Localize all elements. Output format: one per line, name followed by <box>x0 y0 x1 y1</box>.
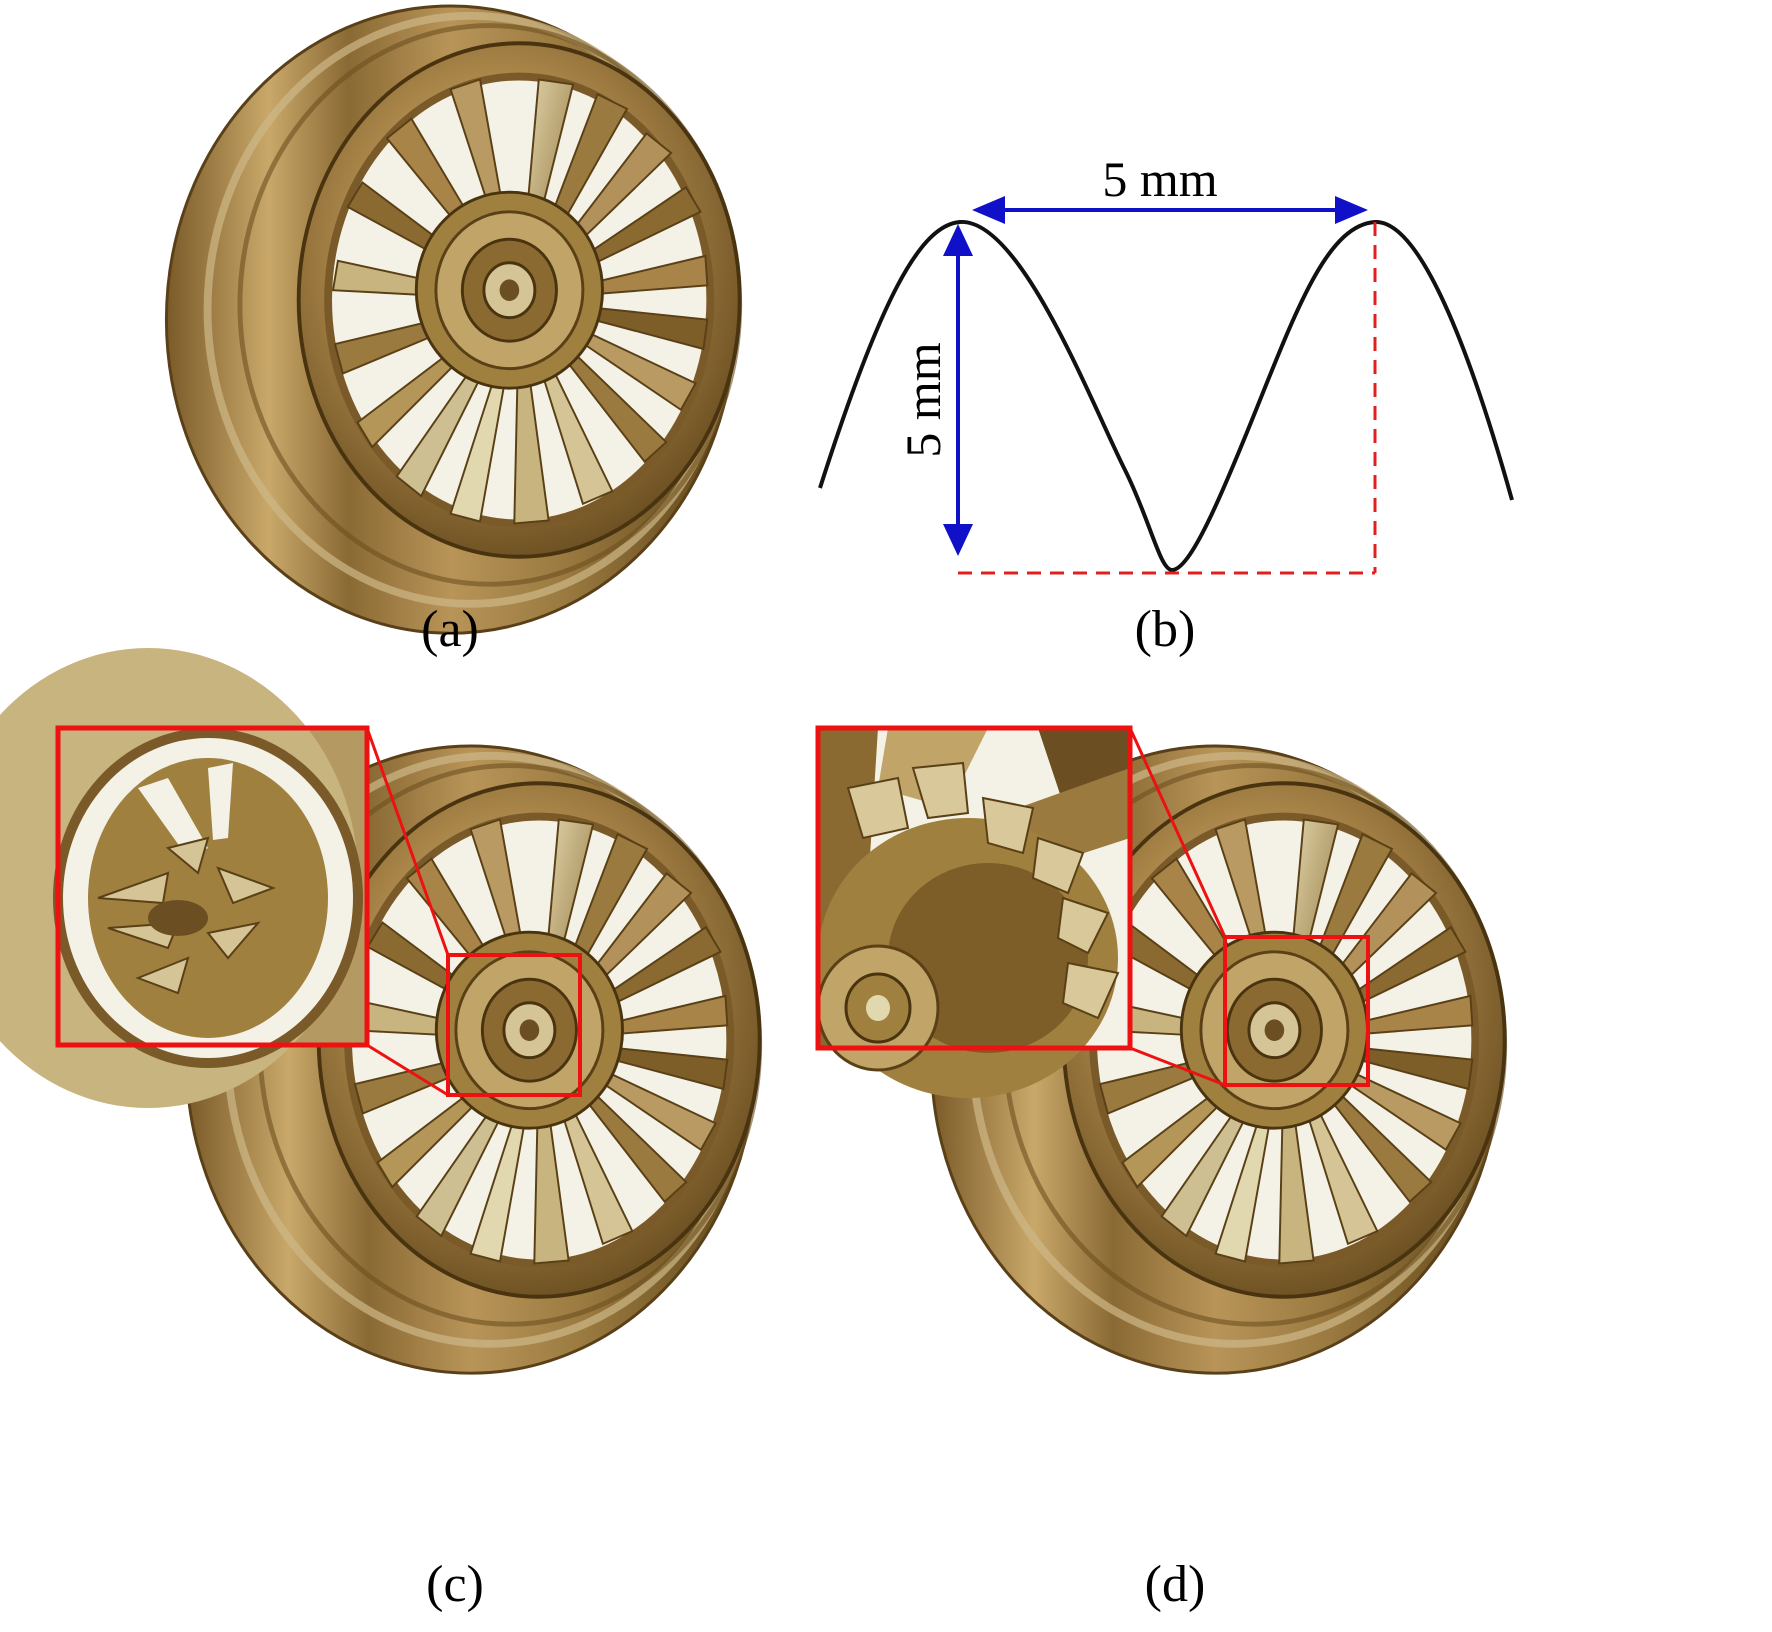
panel-d-focus-box <box>1223 935 1370 1087</box>
panel-c-zoom-inset <box>0 648 370 1108</box>
panel-d-connector-top <box>1128 727 1227 938</box>
panel-d-zoom-inset <box>815 725 1133 1098</box>
caption-c: (c) <box>426 1556 484 1613</box>
panel-b-wave-schematic: 5 mm 5 mm <box>818 151 1514 575</box>
caption-a: (a) <box>421 601 479 658</box>
panel-c-connector-top <box>365 727 450 956</box>
panel-c-connector-bottom <box>366 1043 449 1097</box>
vertical-dimension-label: 5 mm <box>895 342 951 457</box>
panel-d-connector-bottom <box>1129 1046 1226 1087</box>
panel-a-wheel-render <box>166 6 739 633</box>
horizontal-dimension-arrow <box>972 196 1368 224</box>
panel-c-focus-box <box>446 953 582 1097</box>
caption-d: (d) <box>1144 1556 1206 1613</box>
sine-curve <box>818 219 1514 573</box>
vertical-dimension-arrow <box>943 224 973 556</box>
horizontal-dimension-label: 5 mm <box>1102 151 1217 207</box>
caption-b: (b) <box>1134 601 1196 658</box>
